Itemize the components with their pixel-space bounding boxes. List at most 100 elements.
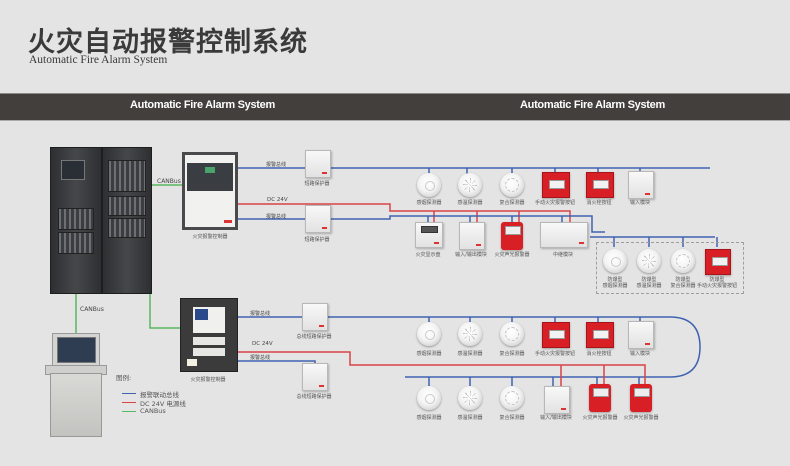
panel-indicator-row — [193, 337, 225, 345]
fire-repeater-panel-icon — [415, 222, 443, 248]
device-label: 复合探测器 — [499, 200, 525, 206]
panel-brand-mark — [224, 220, 232, 223]
input-module-icon — [628, 171, 654, 199]
device-label: 中继模块 — [552, 252, 574, 258]
page-subtitle: Automatic Fire Alarm System — [29, 54, 168, 66]
repeater-lcd — [421, 226, 438, 233]
lower-isolator-1 — [302, 303, 328, 331]
device-label: 感温探测器 — [457, 415, 483, 421]
main-control-cabinet-left — [50, 147, 102, 294]
device-label: 感烟探测器 — [416, 351, 442, 357]
lower-fire-alarm-panel — [180, 298, 238, 372]
dc24v-label-2: DC 24V — [252, 341, 273, 347]
device-label: 输入/输出模块 — [540, 415, 572, 421]
explosion-proof-combo-detector-icon — [671, 249, 695, 273]
device-label: 手动火灾报警按钮 — [534, 351, 576, 357]
legend-swatch-canbus — [122, 411, 136, 412]
legend-swatch-alarm-bus — [122, 393, 136, 394]
upper-alarm-bus-2 — [238, 215, 605, 233]
cabinet-rack — [58, 232, 94, 254]
legend-title: 图例: — [116, 374, 132, 382]
main-control-cabinet-right — [102, 147, 152, 294]
cabinet-rack — [108, 218, 146, 238]
manual-call-point-icon — [542, 322, 570, 348]
upper-isolator-2-label: 短路保护器 — [304, 237, 330, 243]
lower-isolator-2 — [302, 363, 328, 391]
workstation-console — [50, 373, 102, 437]
lower-power-line — [238, 351, 646, 384]
device-label: 复合探测器 — [499, 415, 525, 421]
upper-isolator-1 — [305, 150, 331, 178]
upper-panel-label: 火灾报警控制器 — [192, 234, 228, 240]
device-label: 感温探测器 — [457, 351, 483, 357]
device-label: 复合探测器 — [670, 283, 696, 289]
device-label: 感温探测器 — [457, 200, 483, 206]
device-label: 输入模块 — [629, 351, 651, 357]
device-label: 感烟探测器 — [602, 283, 628, 289]
dc24v-label-1: DC 24V — [267, 197, 288, 203]
legend-label-power: DC 24V 电源线 — [140, 400, 186, 408]
device-label: 感温探测器 — [636, 283, 662, 289]
heat-detector-icon — [458, 322, 482, 346]
panel-printer — [187, 359, 197, 366]
lower-alarm-bus-loop — [238, 316, 701, 378]
cabinet-screen — [61, 160, 85, 180]
manual-call-point-icon — [542, 172, 570, 198]
alarm-bus-label-2: 报警总线 — [266, 214, 287, 220]
device-label: 输入/输出模块 — [455, 252, 487, 258]
strobe-sounder-icon — [589, 384, 611, 412]
explosion-proof-smoke-detector-icon — [603, 249, 627, 273]
cabinet-rack — [58, 208, 94, 230]
legend-swatch-power — [122, 402, 136, 403]
device-label: 消火栓按钮 — [586, 351, 612, 357]
title-band — [0, 93, 790, 121]
io-module-icon — [544, 386, 570, 414]
lower-isolator-2-label: 总线短路保护器 — [296, 394, 332, 400]
smoke-detector-icon — [417, 386, 441, 410]
lower-isolator-1-label: 总线短路保护器 — [296, 334, 332, 340]
upper-isolator-1-label: 短路保护器 — [304, 181, 330, 187]
smoke-detector-icon — [417, 322, 441, 346]
hydrant-button-icon — [586, 172, 614, 198]
upper-fire-alarm-panel — [182, 152, 238, 230]
alarm-bus-label-1: 报警总线 — [266, 162, 287, 168]
device-label: 消火栓按钮 — [586, 200, 612, 206]
upper-power-line — [238, 203, 571, 222]
device-label: 防爆型 — [641, 277, 657, 283]
workstation-display — [57, 337, 96, 363]
page-title: 火灾自动报警控制系统 — [28, 27, 308, 58]
strobe-sounder-icon — [630, 384, 652, 412]
panel-face — [193, 307, 225, 333]
monitor-workstation-screen — [52, 333, 100, 367]
device-label: 防爆型 — [607, 277, 623, 283]
band-label-right: Automatic Fire Alarm System — [520, 99, 665, 111]
device-label: 防爆型 — [709, 277, 725, 283]
canbus-line-vertical — [149, 197, 180, 329]
input-module-icon — [628, 321, 654, 349]
explosion-proof-manual-call-point-icon — [705, 249, 731, 275]
device-label: 火灾声光报警器 — [623, 415, 659, 421]
device-label: 输入模块 — [629, 200, 651, 206]
io-module-icon — [459, 222, 485, 250]
alarm-bus-label-3: 报警总线 — [250, 311, 271, 317]
explosion-proof-group — [596, 242, 744, 294]
device-label: 手动火灾报警按钮 — [534, 200, 576, 206]
combo-detector-icon — [500, 173, 524, 197]
device-label: 感烟探测器 — [416, 415, 442, 421]
panel-lcd — [205, 167, 215, 173]
device-label: 火灾声光报警器 — [582, 415, 618, 421]
device-label: 感烟探测器 — [416, 200, 442, 206]
smoke-detector-icon — [417, 173, 441, 197]
device-label: 火灾显示盘 — [415, 252, 441, 258]
upper-isolator-2 — [305, 205, 331, 233]
explosion-proof-heat-detector-icon — [637, 249, 661, 273]
legend-label-canbus: CANBus — [140, 407, 166, 415]
heat-detector-icon — [458, 173, 482, 197]
panel-indicator-row — [193, 348, 225, 356]
device-label: 手动火灾报警按钮 — [696, 283, 738, 289]
canbus-label-top: CANBus — [157, 178, 181, 185]
canbus-label-vertical: CANBus — [80, 306, 104, 313]
combo-detector-icon — [500, 322, 524, 346]
alarm-bus-label-4: 报警总线 — [250, 355, 271, 361]
